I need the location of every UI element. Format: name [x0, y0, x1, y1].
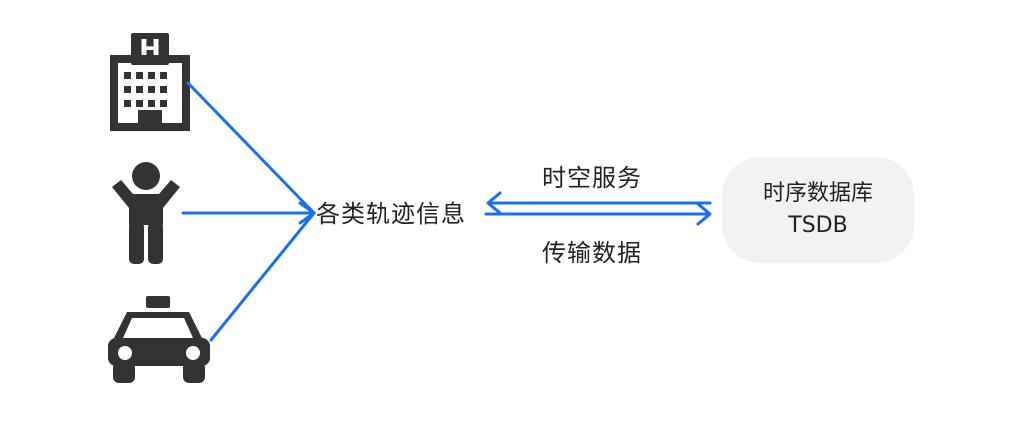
center-arrowhead [298, 201, 316, 225]
spatiotemporal-service-label: 时空服务 [542, 164, 642, 192]
person-icon [112, 162, 180, 264]
hospital-icon: H [110, 33, 190, 131]
taxi-connector-line [209, 211, 316, 342]
service-arrowhead [486, 191, 502, 215]
tsdb-name-en: TSDB [788, 213, 848, 238]
data-transfer-label: 传输数据 [542, 239, 642, 267]
hospital-connector-line [186, 81, 316, 215]
trajectory-info-label: 各类轨迹信息 [316, 200, 466, 228]
taxi-icon [108, 296, 210, 383]
data-arrowhead [696, 202, 712, 226]
tsdb-node: 时序数据库 TSDB [722, 157, 914, 263]
tsdb-name-cn: 时序数据库 [762, 181, 873, 206]
